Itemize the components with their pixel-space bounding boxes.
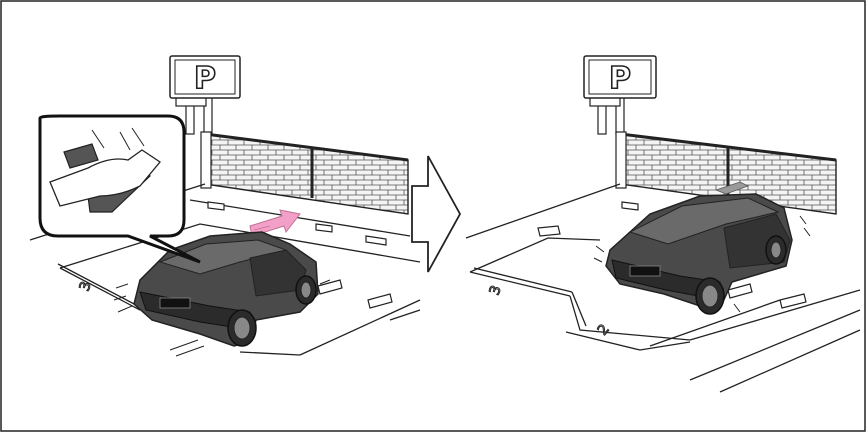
parking-sign-letter: P: [194, 61, 216, 96]
parking-sign-letter: P: [609, 61, 631, 96]
